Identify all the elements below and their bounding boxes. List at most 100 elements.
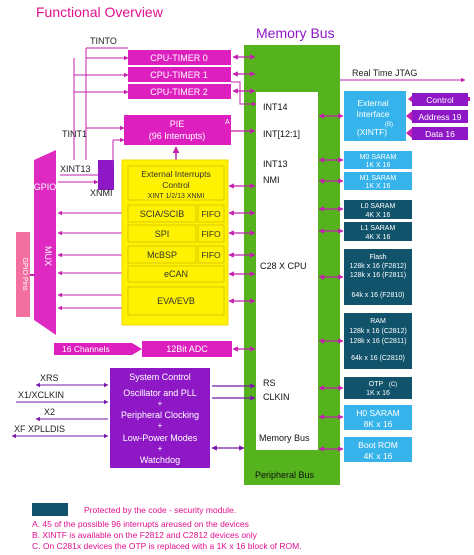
ram-l4: 64k x 16 (C2810) xyxy=(351,355,405,362)
ram-l2: 128k x 16 (C2812) xyxy=(349,328,407,335)
sci-fifo xyxy=(197,204,225,223)
cpu-name: C28 X CPU xyxy=(260,261,307,271)
note-b: B. XINTF is available on the F2812 and C… xyxy=(32,530,258,540)
h0-saram-box xyxy=(344,405,412,430)
cpu-timer-1 xyxy=(128,67,231,82)
otp-l1: OTP xyxy=(369,381,384,388)
pie-block xyxy=(124,115,231,145)
gpio-mux-block xyxy=(34,150,56,335)
system-line-2: + xyxy=(158,399,163,408)
boot-rom: Boot ROM 4K x 16 xyxy=(344,437,412,462)
otp-box xyxy=(344,377,412,399)
spi-block xyxy=(127,224,197,243)
mcbsp-fifo xyxy=(197,245,225,264)
cpu-timer-2 xyxy=(128,84,231,99)
int14-arrow xyxy=(231,81,257,107)
m0-saram-box xyxy=(344,151,412,169)
pie-note: A xyxy=(225,119,230,126)
xintf-data-label: Data 16 xyxy=(425,129,455,139)
cpu-timer-0 xyxy=(128,50,231,65)
system-line-3: Peripheral Clocking xyxy=(121,410,199,420)
flash-l2: 128k x 16 (F2812) xyxy=(350,263,407,270)
xintf-data-box xyxy=(412,127,468,140)
xnmi-label: XNMI xyxy=(90,188,113,198)
l0-saram-l1: L0 SARAM xyxy=(361,203,396,210)
flash-l3: 128k x 16 (F2811) xyxy=(350,272,406,279)
spi-label: SPI xyxy=(155,229,170,239)
mcbsp-label: McBSP xyxy=(147,250,177,260)
xrs-label: XRS xyxy=(40,373,59,383)
mcbsp-fifo-label: FIFO xyxy=(201,250,221,260)
m0-saram: M0 SARAM 1K X 16 xyxy=(344,151,412,169)
boot-rom-l1: Boot ROM xyxy=(358,440,398,450)
m0-saram-l2: 1K X 16 xyxy=(366,162,391,169)
x1-label: X1/XCLKIN xyxy=(18,390,64,400)
cpu-nmi: NMI xyxy=(263,175,280,185)
xintf-control-box xyxy=(412,93,468,106)
m0-saram-l1: M0 SARAM xyxy=(360,154,397,161)
gpio-label: GPIO xyxy=(34,182,57,192)
adc-block xyxy=(142,341,232,357)
diagram-title: Functional Overview xyxy=(36,4,164,20)
mux-label: MUX xyxy=(43,246,53,266)
eva-label: EVA/EVB xyxy=(157,296,195,306)
cpu-timer-0-label: CPU-TIMER 0 xyxy=(150,53,208,63)
note-a: A. 45 of the possible 96 interrupts areu… xyxy=(32,519,249,529)
cpu-int14: INT14 xyxy=(263,102,288,112)
h0-saram-l1: H0 SARAM xyxy=(356,408,399,418)
l0-saram-l2: 4K X 16 xyxy=(366,212,391,219)
tinto-label: TINTO xyxy=(90,36,117,46)
xintf-block xyxy=(344,91,406,141)
eva-block xyxy=(127,286,225,316)
sci-fifo-label: FIFO xyxy=(201,209,221,219)
cpu-rs: RS xyxy=(263,378,276,388)
m1-saram-l2: 1K X 16 xyxy=(366,183,391,190)
xint13-label: XINT13 xyxy=(60,164,91,174)
m1-saram: M1 SARAM 1K X 16 xyxy=(344,172,412,190)
pie-line1: PIE xyxy=(170,119,185,129)
m1-saram-box xyxy=(344,172,412,190)
gpio-pins-label: GPIO Pins xyxy=(21,257,28,291)
gpio-pins-box xyxy=(16,232,30,317)
system-line-0: System Control xyxy=(129,372,191,382)
flash-l1: Flash xyxy=(369,254,386,261)
system-line-5: Low-Power Modes xyxy=(123,433,198,443)
tint1-label: TINT1 xyxy=(62,129,87,139)
xintf-note: (B) xyxy=(385,122,393,128)
l1-saram-l1: L1 SARAM xyxy=(361,225,396,232)
xintf-address-box xyxy=(412,110,468,123)
ram-l3: 128k x 16 (C2811) xyxy=(349,338,406,345)
spi-fifo xyxy=(197,224,225,243)
flash-box xyxy=(344,249,412,305)
spi-fifo-label: FIFO xyxy=(201,229,221,239)
boot-rom-box xyxy=(344,437,412,462)
l0-saram-box xyxy=(344,200,412,219)
memory-bus-title: Memory Bus xyxy=(256,25,335,41)
otp-note: (C) xyxy=(389,382,397,388)
xintf-data-arrowhead xyxy=(406,128,412,138)
otp: OTP (C) 1K x 16 xyxy=(344,377,412,399)
legend-label: Protected by the code - security module. xyxy=(84,505,236,515)
system-control-block xyxy=(110,368,210,468)
ext-int-line1: External Interrupts xyxy=(141,169,210,179)
ext-int-line3: XINT 1/2/13 XNMI xyxy=(148,193,205,200)
adc-label: 12Bit ADC xyxy=(166,344,208,354)
h0-saram-l2: 8K x 16 xyxy=(364,419,393,429)
ram: RAM 128k x 16 (C2812) 128k x 16 (C2811) … xyxy=(344,313,412,369)
xintf-control-label: Control xyxy=(426,95,454,105)
otp-l2: 1K x 16 xyxy=(366,390,390,397)
x2-label: X2 xyxy=(44,407,55,417)
cpu-block xyxy=(256,92,318,450)
xintf-line1: External xyxy=(357,98,388,108)
boot-rom-l2: 4K x 16 xyxy=(364,451,393,461)
ecan-label: eCAN xyxy=(164,269,188,279)
adc-channels-label: 16 Channels xyxy=(62,344,110,354)
jtag-label: Real Time JTAG xyxy=(352,68,417,78)
sci-label: SCIA/SCIB xyxy=(140,209,185,219)
l1-saram-l2: 4K X 16 xyxy=(366,234,391,241)
xintf-line2: Interface xyxy=(356,109,389,119)
sci-block xyxy=(127,204,197,223)
xint13-connector xyxy=(98,160,114,190)
